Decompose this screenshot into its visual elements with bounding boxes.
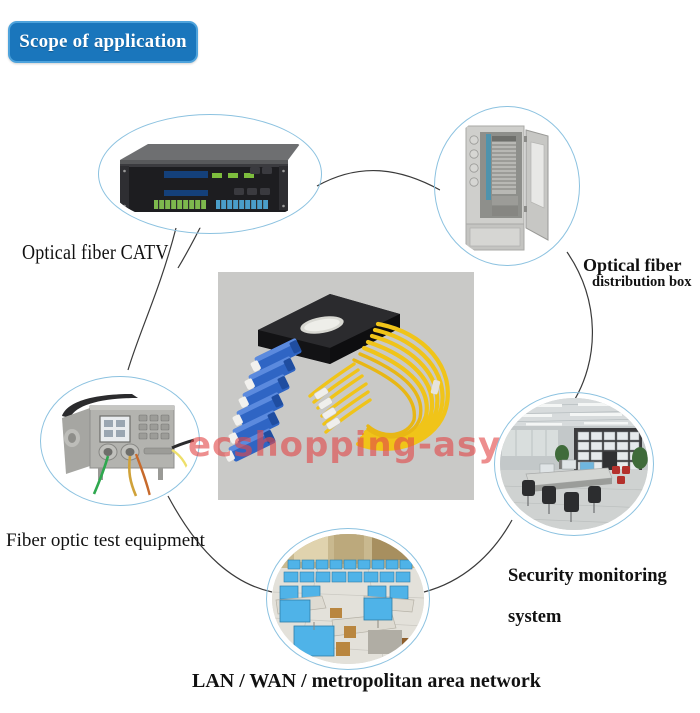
fiber-distribution-cabinet-image [440, 112, 574, 260]
plc-splitter-product-photo [218, 272, 474, 500]
security-control-room-image [500, 398, 648, 530]
node-optical-fiber-distribution-box[interactable] [434, 106, 580, 266]
plc-splitter-illustration [218, 272, 474, 500]
label-optical-fiber-distribution-box: Optical fiber distribution box [583, 238, 692, 308]
label-fiber-optic-test-equipment: Fiber optic test equipment [6, 530, 205, 551]
node-fiber-optic-test-equipment[interactable] [40, 376, 200, 506]
node-ring-catv [98, 114, 322, 234]
label-optical-fiber-catv: Optical fiber CATV [22, 240, 169, 264]
fiber-test-equipment-image [46, 382, 194, 500]
label-distribution-line1: Optical fiber [583, 255, 682, 276]
node-ring-test-equipment [40, 376, 200, 506]
scope-of-application-badge: Scope of application [8, 21, 198, 63]
label-distribution-line2: distribution box [592, 273, 692, 290]
node-ring-lan [266, 528, 430, 670]
node-lan-wan-metropolitan-area-network[interactable] [266, 528, 430, 670]
label-security-line1: Security monitoring [508, 565, 667, 586]
label-security-monitoring-system: Security monitoring system [508, 545, 667, 628]
node-ring-distribution [434, 106, 580, 266]
catv-equipment-image [104, 120, 316, 228]
connector-lan-to-security [423, 519, 513, 593]
node-optical-fiber-catv[interactable] [98, 114, 322, 234]
node-security-monitoring-system[interactable] [494, 392, 654, 536]
page-title: Scope of application [19, 31, 187, 52]
node-ring-security [494, 392, 654, 536]
label-lan-wan-metropolitan-area-network: LAN / WAN / metropolitan area network [192, 670, 541, 692]
label-security-line2: system [508, 607, 562, 628]
connector-catv-to-distribution [316, 170, 441, 191]
computer-lab-image [272, 534, 424, 664]
